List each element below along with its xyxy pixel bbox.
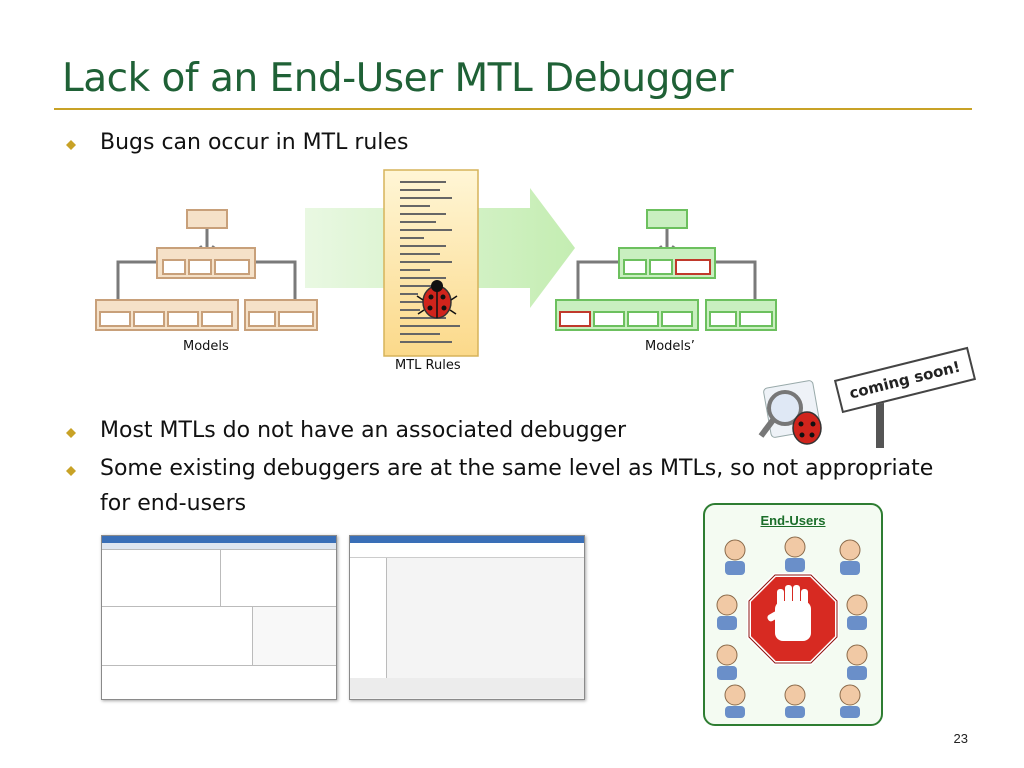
page-number: 23 [953, 731, 968, 746]
billboard-post-icon [876, 400, 884, 448]
bullet-text: Most MTLs do not have an associated debu… [100, 418, 627, 443]
ladybug-bug-icon [416, 280, 458, 319]
coming-soon-sign: coming soon! [833, 346, 976, 414]
bullet-diamond-icon [66, 140, 76, 150]
models-caption: Models [183, 339, 229, 354]
end-users-panel: End-Users [703, 503, 883, 726]
stop-hand-icon [747, 573, 839, 665]
bullet-diamond-icon [66, 466, 76, 476]
magnifier-bug-icon [758, 380, 822, 445]
bullet-text: Bugs can occur in MTL rules [100, 130, 409, 155]
mtl-rules-document [383, 169, 479, 357]
bullet-text-continuation: for end-users [100, 491, 247, 516]
target-models-caption: Models’ [645, 339, 695, 354]
end-users-people-icon [716, 536, 868, 718]
transformation-diagram [95, 169, 777, 357]
slide-title: Lack of an End-User MTL Debugger [62, 56, 734, 101]
end-users-title: End-Users [760, 513, 826, 528]
eclipse-debugger-screenshot [101, 535, 337, 700]
mtl-rules-caption: MTL Rules [395, 358, 461, 373]
target-model-tree-boxes [555, 209, 777, 331]
bullet-diamond-icon [66, 428, 76, 438]
title-divider [54, 108, 972, 110]
bullet-text: Some existing debuggers are at the same … [100, 456, 934, 481]
run-configurations-screenshot [349, 535, 585, 700]
source-model-tree-boxes [95, 209, 318, 331]
